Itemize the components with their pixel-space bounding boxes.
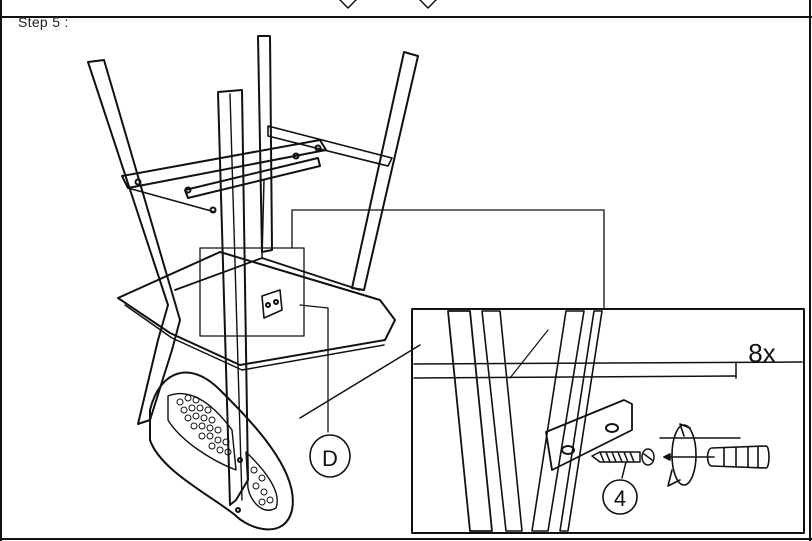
zoom-indicator — [199, 209, 605, 433]
stretcher-back — [184, 157, 321, 199]
leg-front-left — [87, 59, 181, 425]
detail-box — [299, 308, 805, 534]
quantity-label: 8x — [748, 338, 775, 368]
screw-id-marker — [602, 479, 638, 515]
seat-panel — [117, 251, 396, 366]
rotate-arrow-icon — [667, 423, 697, 487]
part-d-marker — [309, 434, 351, 478]
step-title: Step 5 : — [18, 14, 69, 30]
chair-illustration — [87, 35, 419, 531]
cane-pattern — [176, 394, 274, 506]
leg-back-right — [351, 51, 419, 291]
screw-id-label: 4 — [614, 486, 626, 511]
detail-leg-a — [447, 310, 493, 532]
chair-back-panel — [149, 371, 294, 531]
leg-back-left — [257, 35, 273, 253]
screw-icon — [591, 448, 655, 479]
bracket-d — [261, 289, 283, 319]
stretcher-side — [267, 125, 393, 167]
part-d-label: D — [322, 446, 338, 471]
